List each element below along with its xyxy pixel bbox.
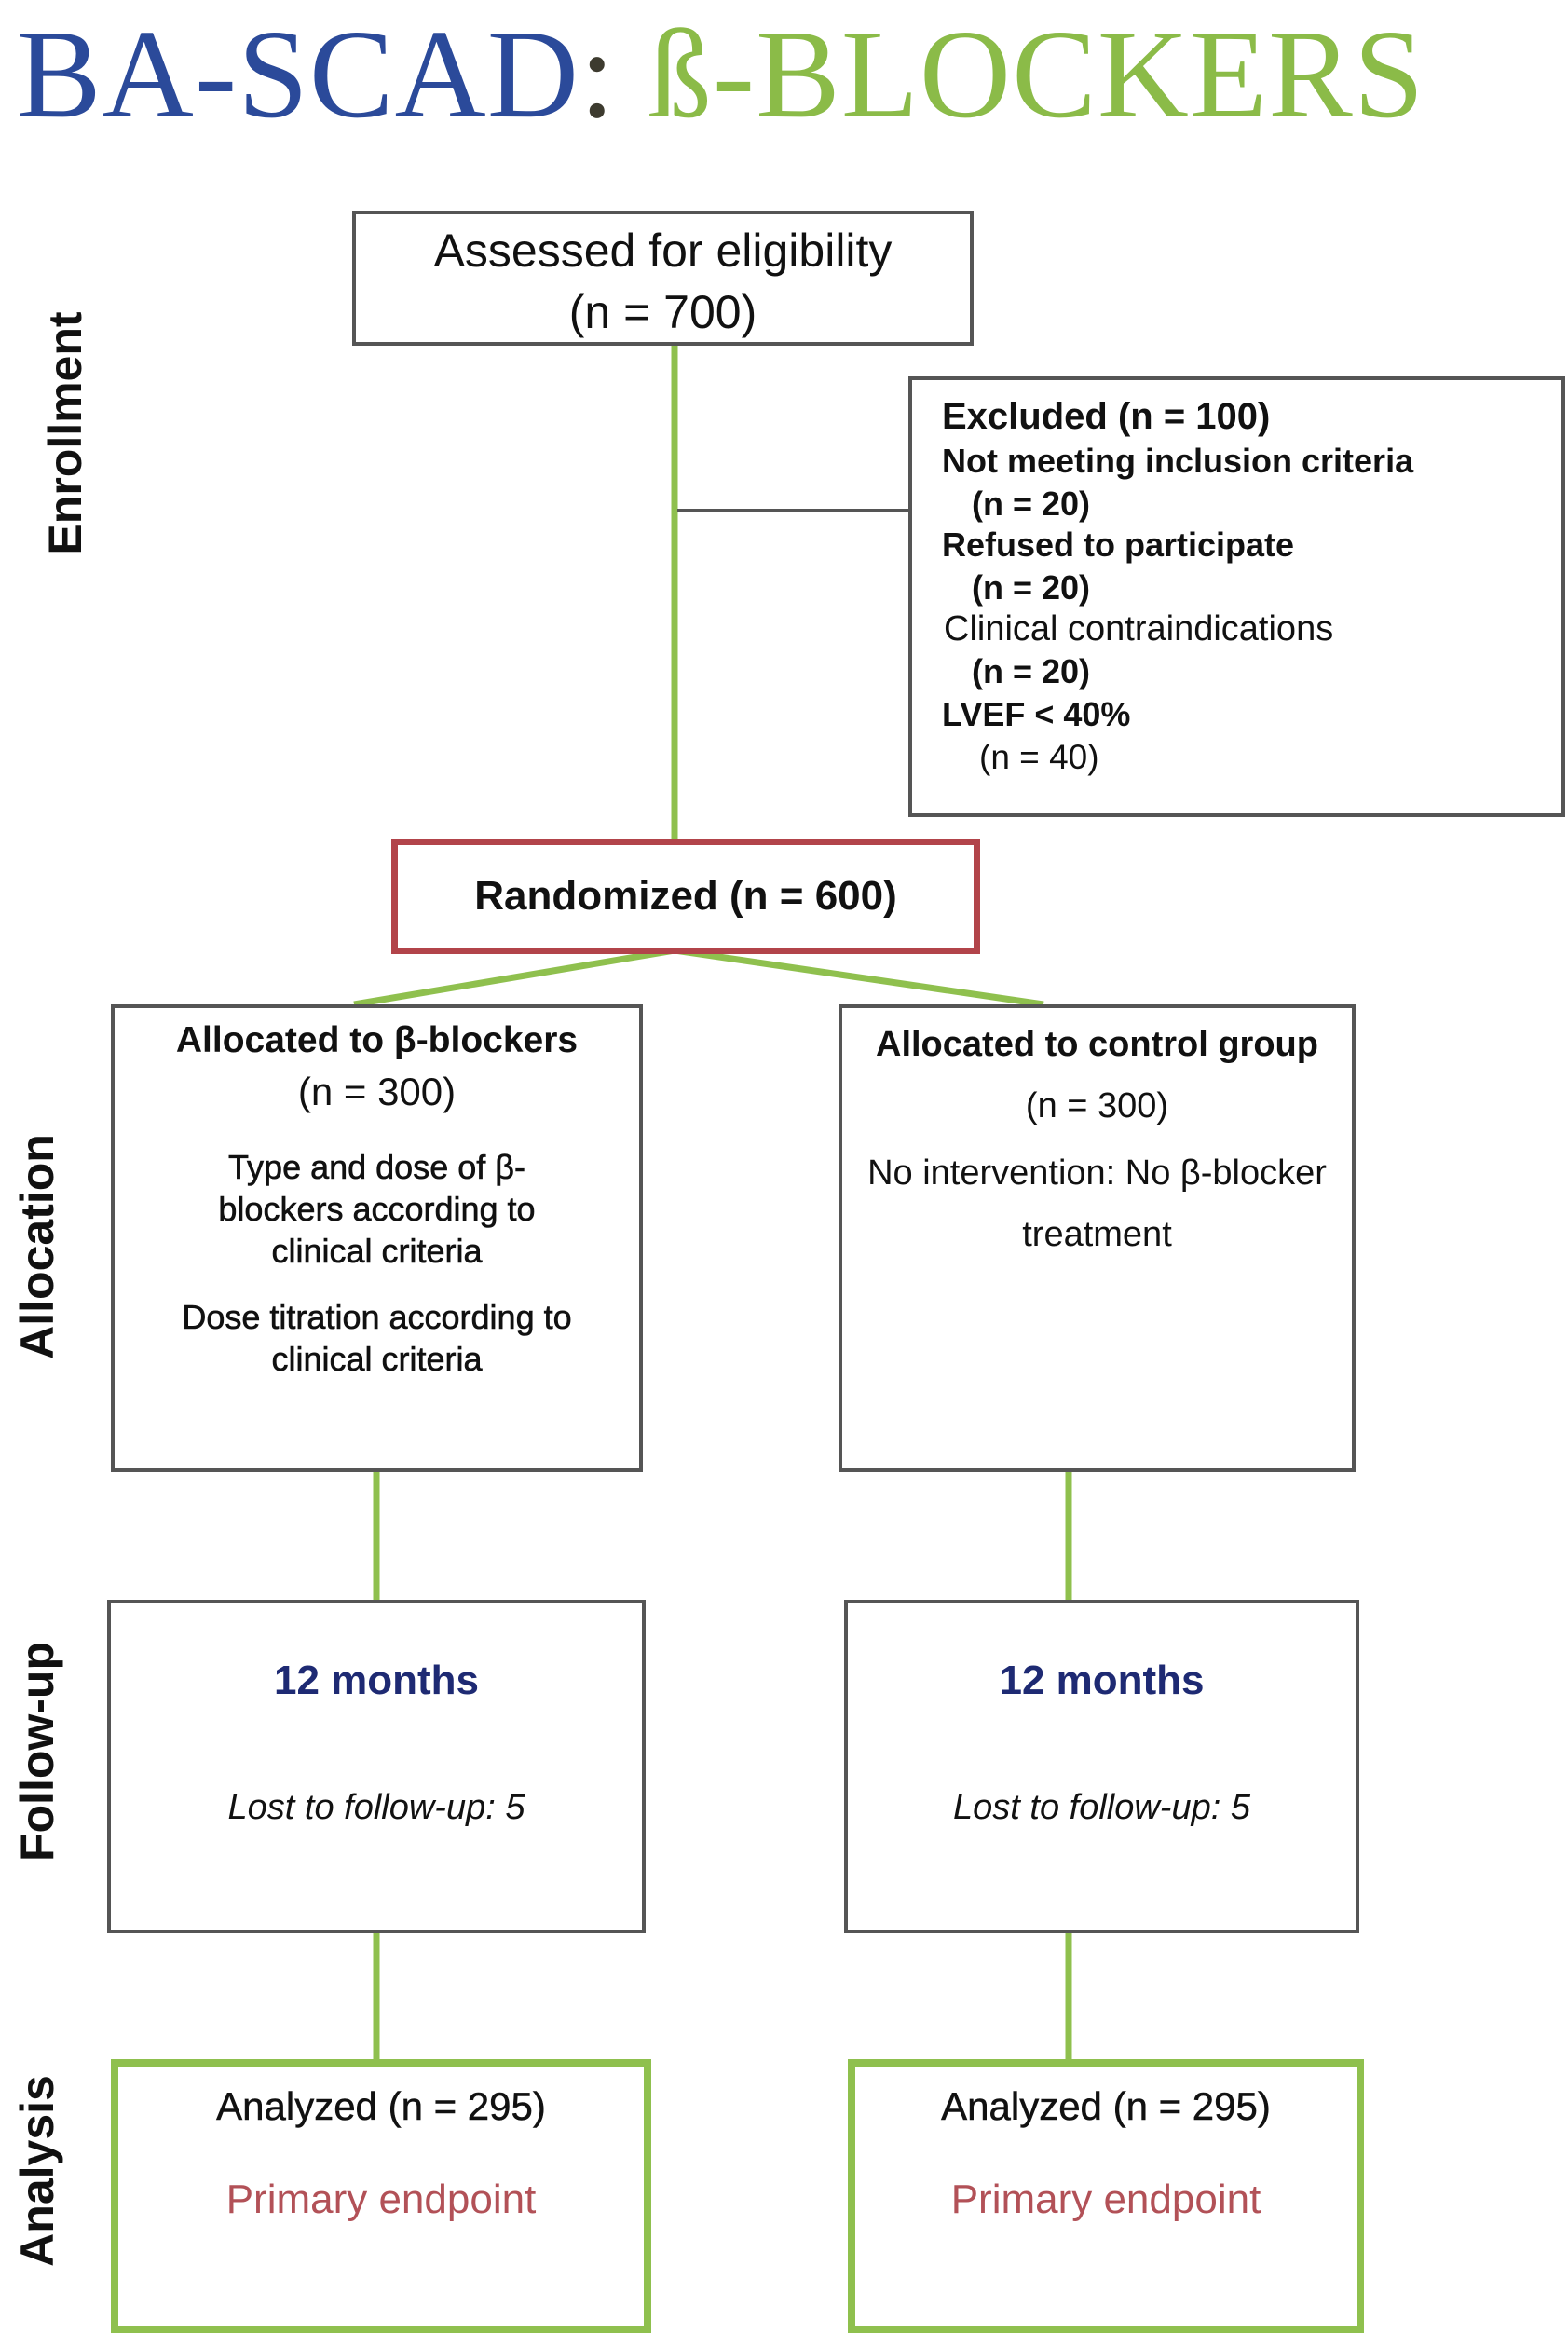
allocation-control-heading: Allocated to control group: [876, 1025, 1318, 1064]
excluded-reason-refused: Refused to participate: [942, 525, 1295, 564]
eligibility-label: Assessed for eligibility: [433, 225, 893, 277]
analysis-right-box: Analyzed (n = 295) Primary endpoint: [848, 2059, 1364, 2333]
connector-split-right: [674, 947, 1044, 1008]
allocation-betablockers-detail1: Type and dose of β-blockers according to…: [218, 1148, 536, 1271]
followup-left-lost: Lost to follow-up: 5: [227, 1788, 525, 1827]
analysis-right-endpoint: Primary endpoint: [950, 2176, 1261, 2222]
followup-right-period: 12 months: [999, 1658, 1205, 1703]
allocation-control-detail: No intervention: No β-blocker treatment: [867, 1153, 1327, 1254]
excluded-count-refused: (n = 20): [972, 568, 1091, 607]
randomized-label: Randomized (n = 600): [474, 873, 897, 919]
allocation-control-count: (n = 300): [1025, 1086, 1169, 1126]
connector-split-left: [353, 947, 675, 1008]
title-suffix: ß-BLOCKERS: [648, 5, 1425, 144]
analysis-left-box: Analyzed (n = 295) Primary endpoint: [111, 2059, 651, 2333]
analysis-left-analyzed: Analyzed (n = 295): [216, 2084, 546, 2128]
analysis-left-endpoint: Primary endpoint: [225, 2176, 537, 2222]
excluded-heading: Excluded (n = 100): [942, 396, 1271, 437]
followup-right-box: 12 months Lost to follow-up: 5: [844, 1600, 1359, 1933]
allocation-betablockers-detail2: Dose titration according to clinical cri…: [182, 1298, 572, 1379]
diagram-title: BA-SCAD: ß-BLOCKERS: [17, 0, 1425, 149]
randomized-box: Randomized (n = 600): [391, 839, 980, 954]
followup-left-box: 12 months Lost to follow-up: 5: [107, 1600, 646, 1933]
excluded-reason-inclusion: Not meeting inclusion criteria: [942, 442, 1414, 480]
allocation-betablockers-heading: Allocated to β-blockers: [175, 1020, 579, 1060]
allocation-betablockers-count: (n = 300): [297, 1070, 457, 1113]
excluded-count-lvef: (n = 40): [979, 738, 1099, 776]
analysis-right-analyzed: Analyzed (n = 295): [941, 2084, 1271, 2128]
excluded-reason-contraindications: Clinical contraindications: [944, 609, 1334, 648]
eligibility-count: (n = 700): [568, 286, 757, 338]
eligibility-box: Assessed for eligibility (n = 700): [352, 211, 974, 346]
excluded-count-inclusion: (n = 20): [972, 484, 1091, 523]
followup-left-period: 12 months: [273, 1658, 480, 1703]
excluded-count-contraindications: (n = 20): [972, 652, 1091, 690]
title-prefix: BA-SCAD: [17, 5, 579, 144]
followup-right-lost: Lost to follow-up: 5: [953, 1788, 1250, 1827]
excluded-reason-lvef: LVEF < 40%: [942, 695, 1131, 733]
title-colon: :: [579, 5, 616, 144]
allocation-control-box: Allocated to control group (n = 300) No …: [839, 1004, 1356, 1472]
allocation-betablockers-box: Allocated to β-blockers (n = 300) Type a…: [111, 1004, 643, 1472]
excluded-box: Excluded (n = 100) Not meeting inclusion…: [908, 376, 1565, 817]
